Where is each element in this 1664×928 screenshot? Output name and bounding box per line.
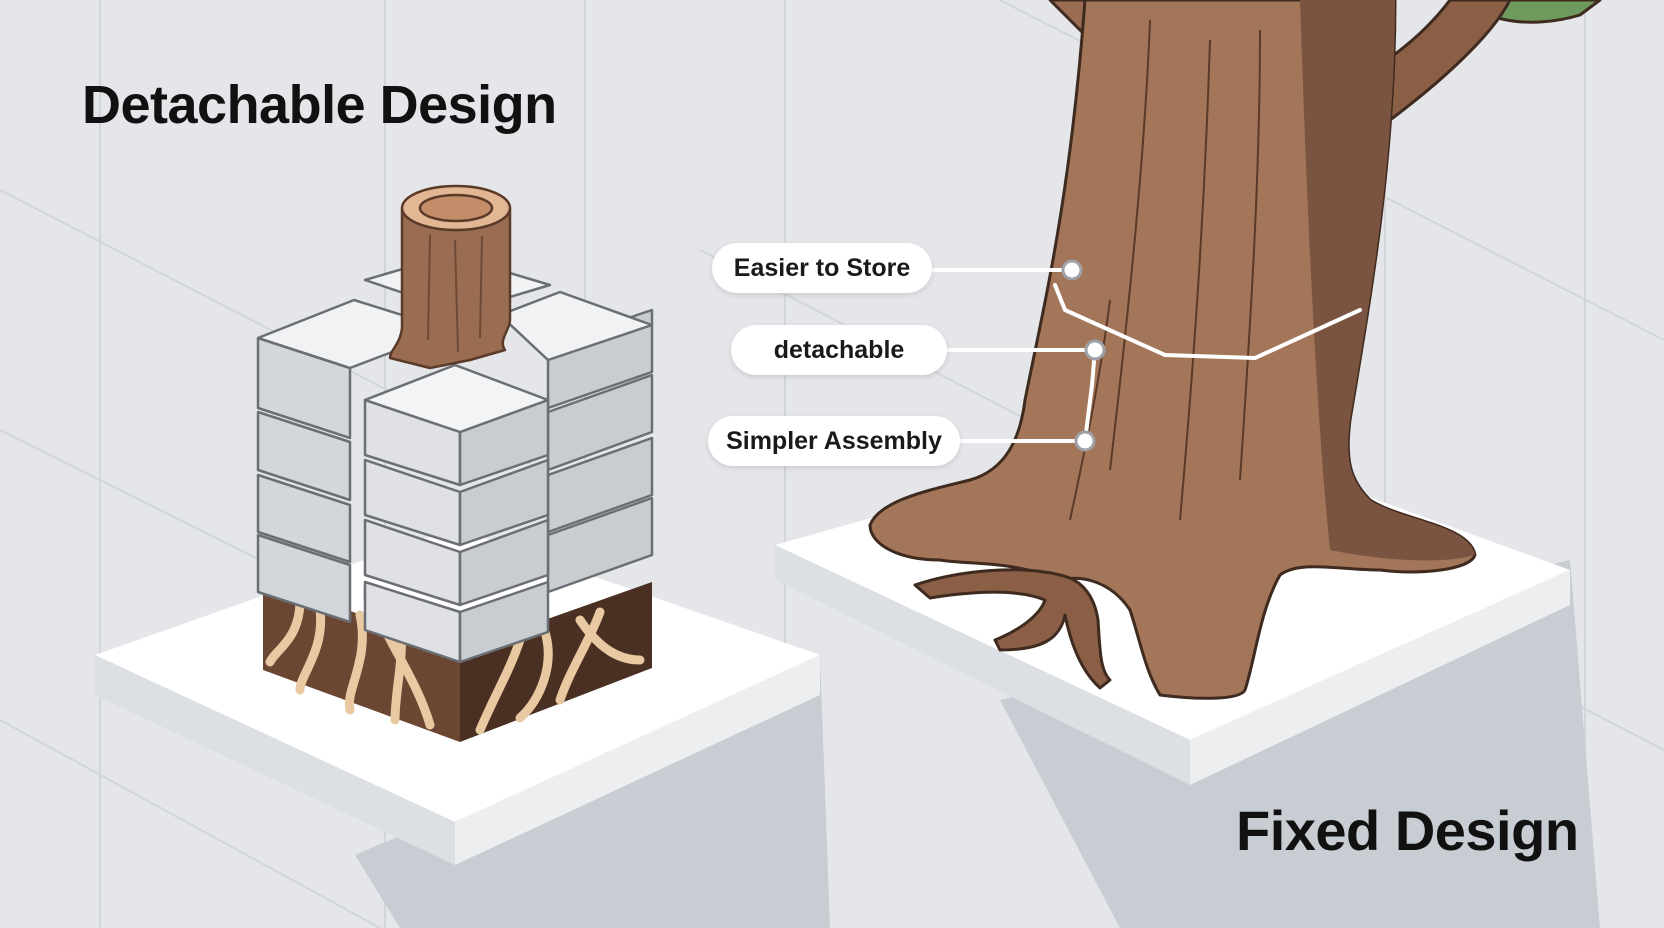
- callout-simpler-assembly: Simpler Assembly: [708, 416, 960, 466]
- callout-detachable: detachable: [731, 325, 947, 375]
- block-column-front: [363, 363, 550, 664]
- detachable-design-title: Detachable Design: [82, 75, 557, 135]
- tree: [868, 0, 1602, 700]
- callout-easier-to-store: Easier to Store: [712, 243, 932, 293]
- callout-node-assembly: [1074, 430, 1096, 452]
- fixed-design-title: Fixed Design: [1236, 799, 1579, 862]
- callout-node-detachable: [1084, 339, 1106, 361]
- tree-stump: [388, 184, 512, 370]
- callout-lines: [928, 268, 1362, 443]
- block-column-right: [498, 290, 654, 594]
- callout-node-store: [1061, 259, 1083, 281]
- callout-nodes: [1061, 259, 1106, 452]
